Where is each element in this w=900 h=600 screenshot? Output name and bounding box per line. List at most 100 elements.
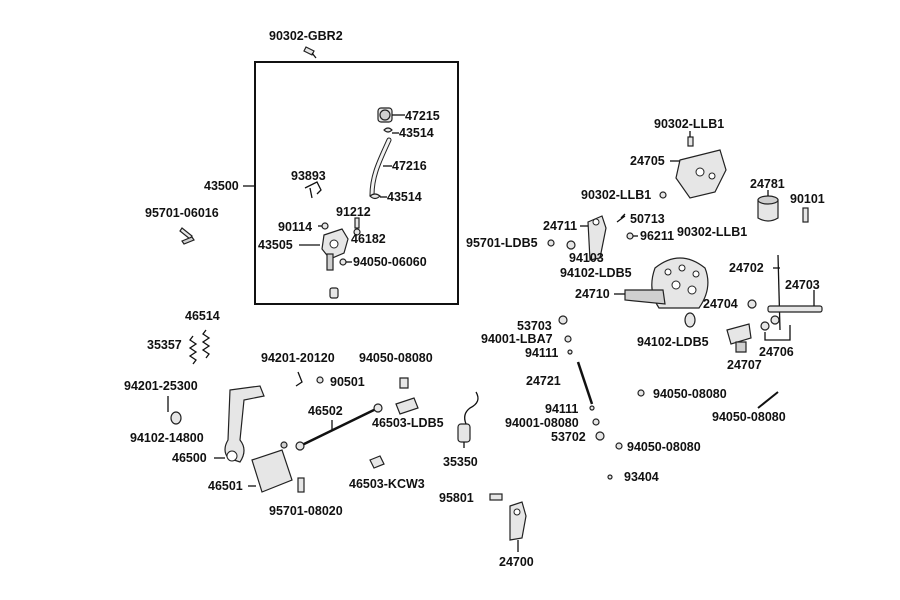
- part-24702-shaft-icon: [773, 254, 781, 331]
- part-plunger-icon: [329, 287, 339, 299]
- label-94001-LBA7: 94001-LBA7: [481, 332, 553, 346]
- part-46182-icon: [353, 228, 361, 236]
- label-46500: 46500: [172, 451, 207, 465]
- callout-labels: 90302-GBR2 43500 47215 43514 47216 93893…: [124, 29, 825, 569]
- label-96211: 96211: [640, 229, 674, 243]
- label-24700: 24700: [499, 555, 534, 569]
- label-24706: 24706: [759, 345, 794, 359]
- part-91212-icon: [354, 217, 360, 229]
- part-24711-icon: [580, 215, 607, 261]
- label-24705: 24705: [630, 154, 665, 168]
- part-90302-GBR2-icon: [303, 46, 317, 59]
- part-94050-08080d-icon: [615, 442, 623, 450]
- part-24703-icon: [767, 290, 823, 313]
- label-46514: 46514: [185, 309, 220, 323]
- part-43514-clip-icon: [383, 127, 399, 134]
- label-94050-08080-b: 94050-08080: [653, 387, 727, 401]
- label-43500: 43500: [204, 179, 239, 193]
- part-46501-cover-icon: [248, 441, 293, 493]
- label-94103: 94103: [569, 251, 604, 265]
- part-94050-08080b-icon: [637, 389, 645, 397]
- label-94050-08080-d: 94050-08080: [627, 440, 701, 454]
- label-47215: 47215: [405, 109, 440, 123]
- part-35357-spring-icon: [188, 335, 198, 365]
- label-90302-LLB1-c: 90302-LLB1: [677, 225, 747, 239]
- part-24707-icon: [726, 323, 752, 353]
- part-24705-icon: [670, 149, 727, 199]
- part-94050-06060-icon: [339, 258, 352, 266]
- label-53702: 53702: [551, 430, 586, 444]
- label-24707: 24707: [727, 358, 762, 372]
- label-91212: 91212: [336, 205, 371, 219]
- part-95701-06016-icon: [179, 227, 195, 245]
- part-46503-KCW3-icon: [369, 455, 385, 469]
- label-94050-08080-a: 94050-08080: [359, 351, 433, 365]
- part-94102-14800-icon: [170, 411, 182, 425]
- label-90302-GBR2: 90302-GBR2: [269, 29, 343, 43]
- part-95701-LDB5-icon: [547, 239, 555, 247]
- label-94201-25300: 94201-25300: [124, 379, 198, 393]
- label-24721: 24721: [526, 374, 561, 388]
- label-90101: 90101: [790, 192, 825, 206]
- label-93893: 93893: [291, 169, 326, 183]
- label-95801: 95801: [439, 491, 474, 505]
- label-90302-LLB1-a: 90302-LLB1: [654, 117, 724, 131]
- part-90302-LLB1b-icon: [659, 191, 667, 199]
- label-50713: 50713: [630, 212, 665, 226]
- label-46502: 46502: [308, 404, 343, 418]
- part-94111b-icon: [589, 405, 595, 411]
- label-93404: 93404: [624, 470, 659, 484]
- label-43514: 43514: [399, 126, 434, 140]
- label-95701-08020: 95701-08020: [269, 504, 343, 518]
- label-43514b: 43514: [387, 190, 422, 204]
- part-90501-icon: [316, 376, 324, 384]
- label-94102-14800: 94102-14800: [130, 431, 204, 445]
- label-47216: 47216: [392, 159, 427, 173]
- part-46500-brake-pedal-icon: [214, 385, 265, 463]
- part-24781-icon: [757, 190, 779, 222]
- part-24704-icon: [747, 299, 757, 309]
- part-96211-icon: [626, 232, 638, 240]
- label-46501: 46501: [208, 479, 243, 493]
- label-95701-LDB5: 95701-LDB5: [466, 236, 538, 250]
- label-46182: 46182: [351, 232, 386, 246]
- part-46514-spring-icon: [201, 329, 211, 359]
- label-94050-08080-c: 94050-08080: [712, 410, 786, 424]
- label-90114: 90114: [278, 220, 312, 234]
- label-46503-LDB5: 46503-LDB5: [372, 416, 444, 430]
- part-35350-switch-icon: [457, 391, 479, 448]
- label-94102-LDB5-b: 94102-LDB5: [637, 335, 709, 349]
- label-94111-a: 94111: [525, 346, 558, 360]
- part-90101-icon: [802, 207, 809, 223]
- part-94050-08080c-icon: [757, 391, 779, 409]
- label-46503-KCW3: 46503-KCW3: [349, 477, 425, 491]
- label-94201-20120: 94201-20120: [261, 351, 335, 365]
- label-24703: 24703: [785, 278, 820, 292]
- part-50713-icon: [616, 213, 626, 223]
- label-24702: 24702: [729, 261, 764, 275]
- part-95701-08020-icon: [297, 477, 305, 493]
- part-53703-icon: [558, 315, 568, 325]
- assembly-group-frame: [254, 61, 459, 305]
- part-94001-LBA7-icon: [564, 335, 572, 343]
- part-24721-rod-icon: [576, 361, 594, 405]
- label-94050-06060: 94050-06060: [353, 255, 427, 269]
- label-53703: 53703: [517, 319, 552, 333]
- label-95701-06016: 95701-06016: [145, 206, 219, 220]
- label-35357: 35357: [147, 338, 182, 352]
- part-24700-shift-arm-icon: [509, 501, 527, 552]
- part-94001-08080-icon: [592, 418, 600, 426]
- part-94201-20120-icon: [295, 371, 303, 387]
- label-94111-b: 94111: [545, 402, 578, 416]
- part-24706-bracket-icon: [760, 315, 791, 341]
- part-46502-rod-icon: [295, 403, 383, 451]
- label-90501: 90501: [330, 375, 365, 389]
- label-35350: 35350: [443, 455, 478, 469]
- label-94102-LDB5-a: 94102-LDB5: [560, 266, 632, 280]
- part-53702-icon: [595, 431, 605, 441]
- part-47215-icon: [377, 107, 405, 123]
- part-94111a-icon: [567, 349, 573, 355]
- label-94001-08080: 94001-08080: [505, 416, 579, 430]
- label-43505: 43505: [258, 238, 293, 252]
